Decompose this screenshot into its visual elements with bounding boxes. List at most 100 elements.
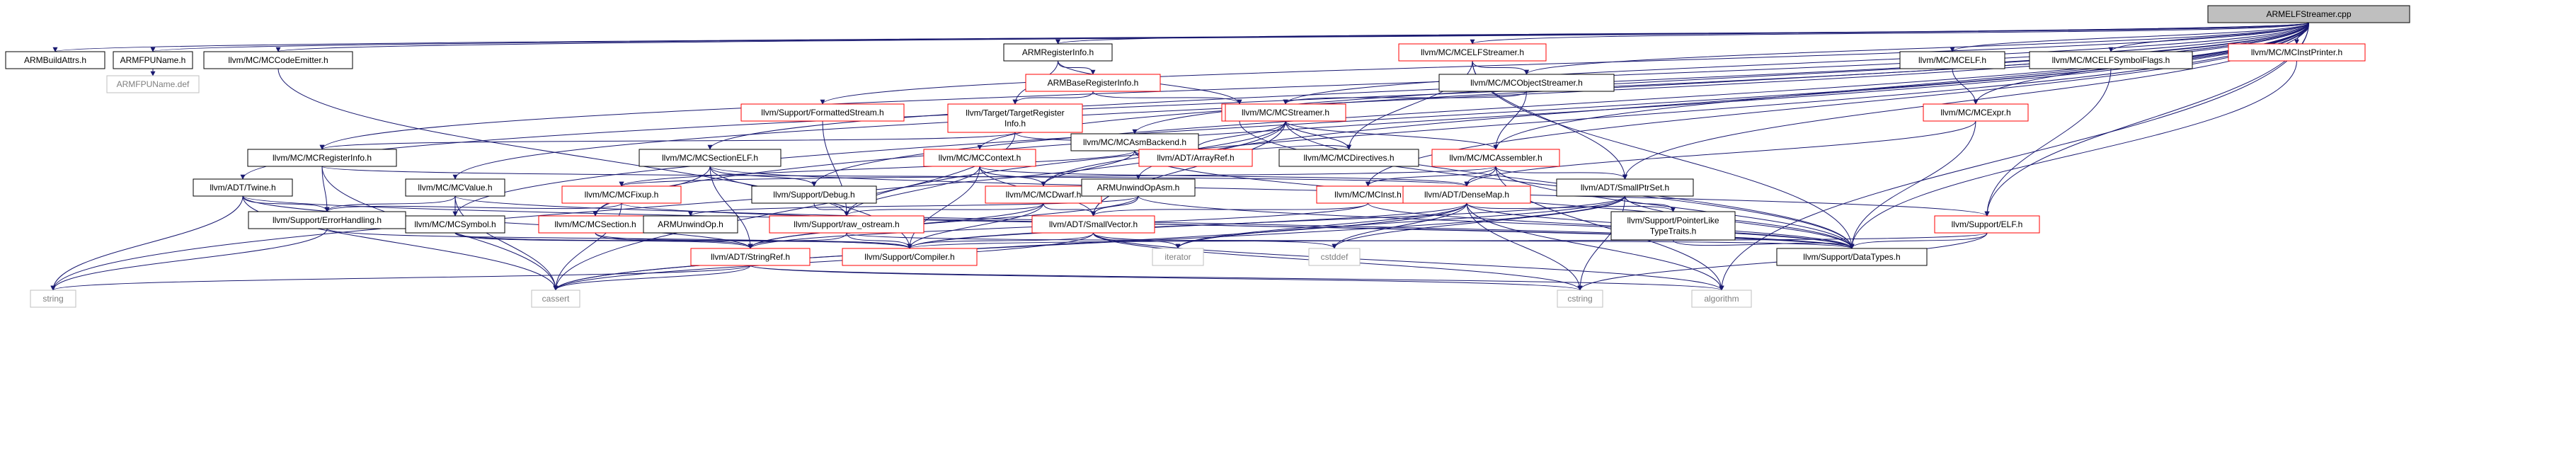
node-box bbox=[1138, 149, 1253, 167]
node-armbaseregisterinfo[interactable]: ARMBaseRegisterInfo.h bbox=[1025, 74, 1161, 92]
node-twine[interactable]: llvm/ADT/Twine.h bbox=[193, 178, 293, 197]
node-label: cassert bbox=[542, 294, 570, 304]
node-mcfixup[interactable]: llvm/MC/MCFixup.h bbox=[561, 185, 682, 204]
edge-mcelfstreamer-to-mcobjectstreamer bbox=[1472, 60, 1529, 75]
node-armunwindopasm[interactable]: ARMUnwindOpAsm.h bbox=[1081, 178, 1196, 197]
edge-mcsectionelf-to-stringref bbox=[709, 166, 753, 249]
node-mcinstprinter[interactable]: llvm/MC/MCInstPrinter.h bbox=[2228, 43, 2366, 62]
edge-mcassembler-to-smallptrset bbox=[1495, 166, 1627, 180]
edge-armbaseregisterinfo-to-armh bbox=[1092, 91, 1242, 105]
node-mcsection[interactable]: llvm/MC/MCSection.h bbox=[538, 215, 653, 234]
node-box bbox=[1031, 215, 1155, 234]
node-label: llvm/MC/MCCodeEmitter.h bbox=[228, 55, 328, 65]
edge-smallvector-to-algorithm bbox=[1093, 232, 1724, 291]
node-box bbox=[248, 211, 406, 229]
edge-supportelf-to-compiler bbox=[907, 232, 1988, 249]
node-label: llvm/MC/MCAsmBackend.h bbox=[1083, 137, 1186, 147]
node-armbuildattrs[interactable]: ARMBuildAttrs.h bbox=[5, 51, 105, 69]
node-box bbox=[740, 103, 905, 122]
node-label: llvm/MC/MCSection.h bbox=[554, 219, 636, 229]
edge-mcfixup-to-errorhandling bbox=[324, 202, 622, 212]
node-box bbox=[5, 51, 105, 69]
edge-mcstreamer-to-arrayref bbox=[1193, 120, 1286, 150]
edge-mcsection-to-stringref bbox=[595, 232, 753, 249]
node-label: llvm/MC/MCDirectives.h bbox=[1303, 153, 1394, 163]
node-densemap[interactable]: llvm/ADT/DenseMap.h bbox=[1402, 185, 1531, 204]
edge-mcelfsymbolflags-to-supportelf bbox=[1984, 68, 2112, 217]
node-box bbox=[842, 248, 978, 266]
node-mcexpr[interactable]: llvm/MC/MCExpr.h bbox=[1923, 103, 2029, 122]
node-mcstreamer[interactable]: llvm/MC/MCStreamer.h bbox=[1225, 103, 1346, 122]
node-stringref[interactable]: llvm/ADT/StringRef.h bbox=[690, 248, 811, 266]
node-box bbox=[1934, 215, 2040, 234]
node-mcdirectives[interactable]: llvm/MC/MCDirectives.h bbox=[1278, 149, 1419, 167]
edge-root-to-mccontext bbox=[977, 22, 2309, 150]
node-mcvalue[interactable]: llvm/MC/MCValue.h bbox=[405, 178, 505, 197]
node-compiler[interactable]: llvm/Support/Compiler.h bbox=[842, 248, 978, 266]
node-label: llvm/MC/MCELF.h bbox=[1918, 55, 1986, 65]
node-smallvector[interactable]: llvm/ADT/SmallVector.h bbox=[1031, 215, 1155, 234]
edge-errorhandling-to-string bbox=[50, 228, 328, 291]
node-label: cstddef bbox=[1321, 252, 1349, 262]
node-smallptrset[interactable]: llvm/ADT/SmallPtrSet.h bbox=[1556, 178, 1694, 197]
edge-armbaseregisterinfo-to-targetregisterinfo bbox=[1012, 91, 1094, 105]
edge-mcassembler-to-densemap bbox=[1464, 166, 1496, 187]
edge-mcsectionelf-to-debug bbox=[709, 166, 817, 187]
edge-densemap-to-algorithm bbox=[1466, 202, 1724, 291]
node-datatypes[interactable]: llvm/Support/DataTypes.h bbox=[1776, 248, 1928, 266]
node-label: llvm/Support/DataTypes.h bbox=[1803, 252, 1900, 262]
node-errorhandling[interactable]: llvm/Support/ErrorHandling.h bbox=[248, 211, 406, 229]
node-debug[interactable]: llvm/Support/Debug.h bbox=[751, 185, 877, 204]
node-label: llvm/Support/PointerLike bbox=[1627, 216, 1719, 226]
node-mcelfsymbolflags[interactable]: llvm/MC/MCELFSymbolFlags.h bbox=[2029, 51, 2193, 69]
edge-stringref-to-cassert bbox=[553, 265, 751, 291]
node-label: llvm/MC/MCSymbol.h bbox=[414, 219, 496, 229]
node-mcobjectstreamer[interactable]: llvm/MC/MCObjectStreamer.h bbox=[1438, 74, 1615, 92]
node-label: llvm/MC/MCAssembler.h bbox=[1449, 153, 1542, 163]
node-arrayref[interactable]: llvm/ADT/ArrayRef.h bbox=[1138, 149, 1253, 167]
node-box bbox=[193, 178, 293, 197]
edge-layer bbox=[50, 22, 2309, 291]
edge-densemap-to-cstring bbox=[1466, 202, 1583, 291]
node-mcelf[interactable]: llvm/MC/MCELF.h bbox=[1899, 51, 2005, 69]
node-mcelfstreamer[interactable]: llvm/MC/MCELFStreamer.h bbox=[1398, 43, 1547, 62]
node-box bbox=[769, 215, 925, 234]
node-mcassembler[interactable]: llvm/MC/MCAssembler.h bbox=[1431, 149, 1560, 167]
node-label: ARMUnwindOp.h bbox=[658, 219, 723, 229]
edge-mcdwarf-to-compiler bbox=[907, 202, 1044, 249]
node-formattedstream[interactable]: llvm/Support/FormattedStream.h bbox=[740, 103, 905, 122]
node-box bbox=[1402, 185, 1531, 204]
node-raw_ostream[interactable]: llvm/Support/raw_ostream.h bbox=[769, 215, 925, 234]
node-box bbox=[1025, 74, 1161, 92]
node-mcasmbackend[interactable]: llvm/MC/MCAsmBackend.h bbox=[1070, 133, 1199, 151]
node-box bbox=[947, 103, 1083, 133]
edge-mcinstprinter-to-datatypes bbox=[1849, 60, 2297, 249]
node-label: llvm/MC/MCFixup.h bbox=[585, 190, 659, 200]
node-box bbox=[1152, 248, 1204, 266]
node-armunwindop[interactable]: ARMUnwindOp.h bbox=[643, 215, 738, 234]
edge-mcstreamer-to-mcassembler bbox=[1285, 120, 1499, 150]
edge-root-to-formattedstream bbox=[820, 22, 2309, 105]
node-mcregisterinfo[interactable]: llvm/MC/MCRegisterInfo.h bbox=[247, 149, 397, 167]
node-mccodeemitter[interactable]: llvm/MC/MCCodeEmitter.h bbox=[203, 51, 353, 69]
edge-pointerliketypetraits-to-datatypes bbox=[1673, 239, 1855, 249]
edge-densemap-to-cstddef bbox=[1332, 202, 1467, 249]
node-mccontext[interactable]: llvm/MC/MCContext.h bbox=[923, 149, 1036, 167]
node-box bbox=[1923, 103, 2029, 122]
edge-root-to-armregisterinfo bbox=[1055, 22, 2309, 45]
node-armfpuname_h[interactable]: ARMFPUName.h bbox=[113, 51, 193, 69]
node-cstddef: cstddef bbox=[1308, 248, 1361, 266]
node-mcsymbol[interactable]: llvm/MC/MCSymbol.h bbox=[405, 215, 505, 234]
node-supportelf[interactable]: llvm/Support/ELF.h bbox=[1934, 215, 2040, 234]
edge-mcasmbackend-to-mcdwarf bbox=[1041, 150, 1135, 187]
node-mcsectionelf[interactable]: llvm/MC/MCSectionELF.h bbox=[639, 149, 782, 167]
edge-mcinst-to-datatypes bbox=[1368, 202, 1855, 249]
edge-smallvector-to-cstddef bbox=[1093, 232, 1337, 249]
node-armregisterinfo[interactable]: ARMRegisterInfo.h bbox=[1003, 43, 1113, 62]
node-cassert: cassert bbox=[531, 290, 580, 308]
edge-stringref-to-string bbox=[50, 265, 751, 291]
edge-twine-to-errorhandling bbox=[242, 195, 330, 212]
